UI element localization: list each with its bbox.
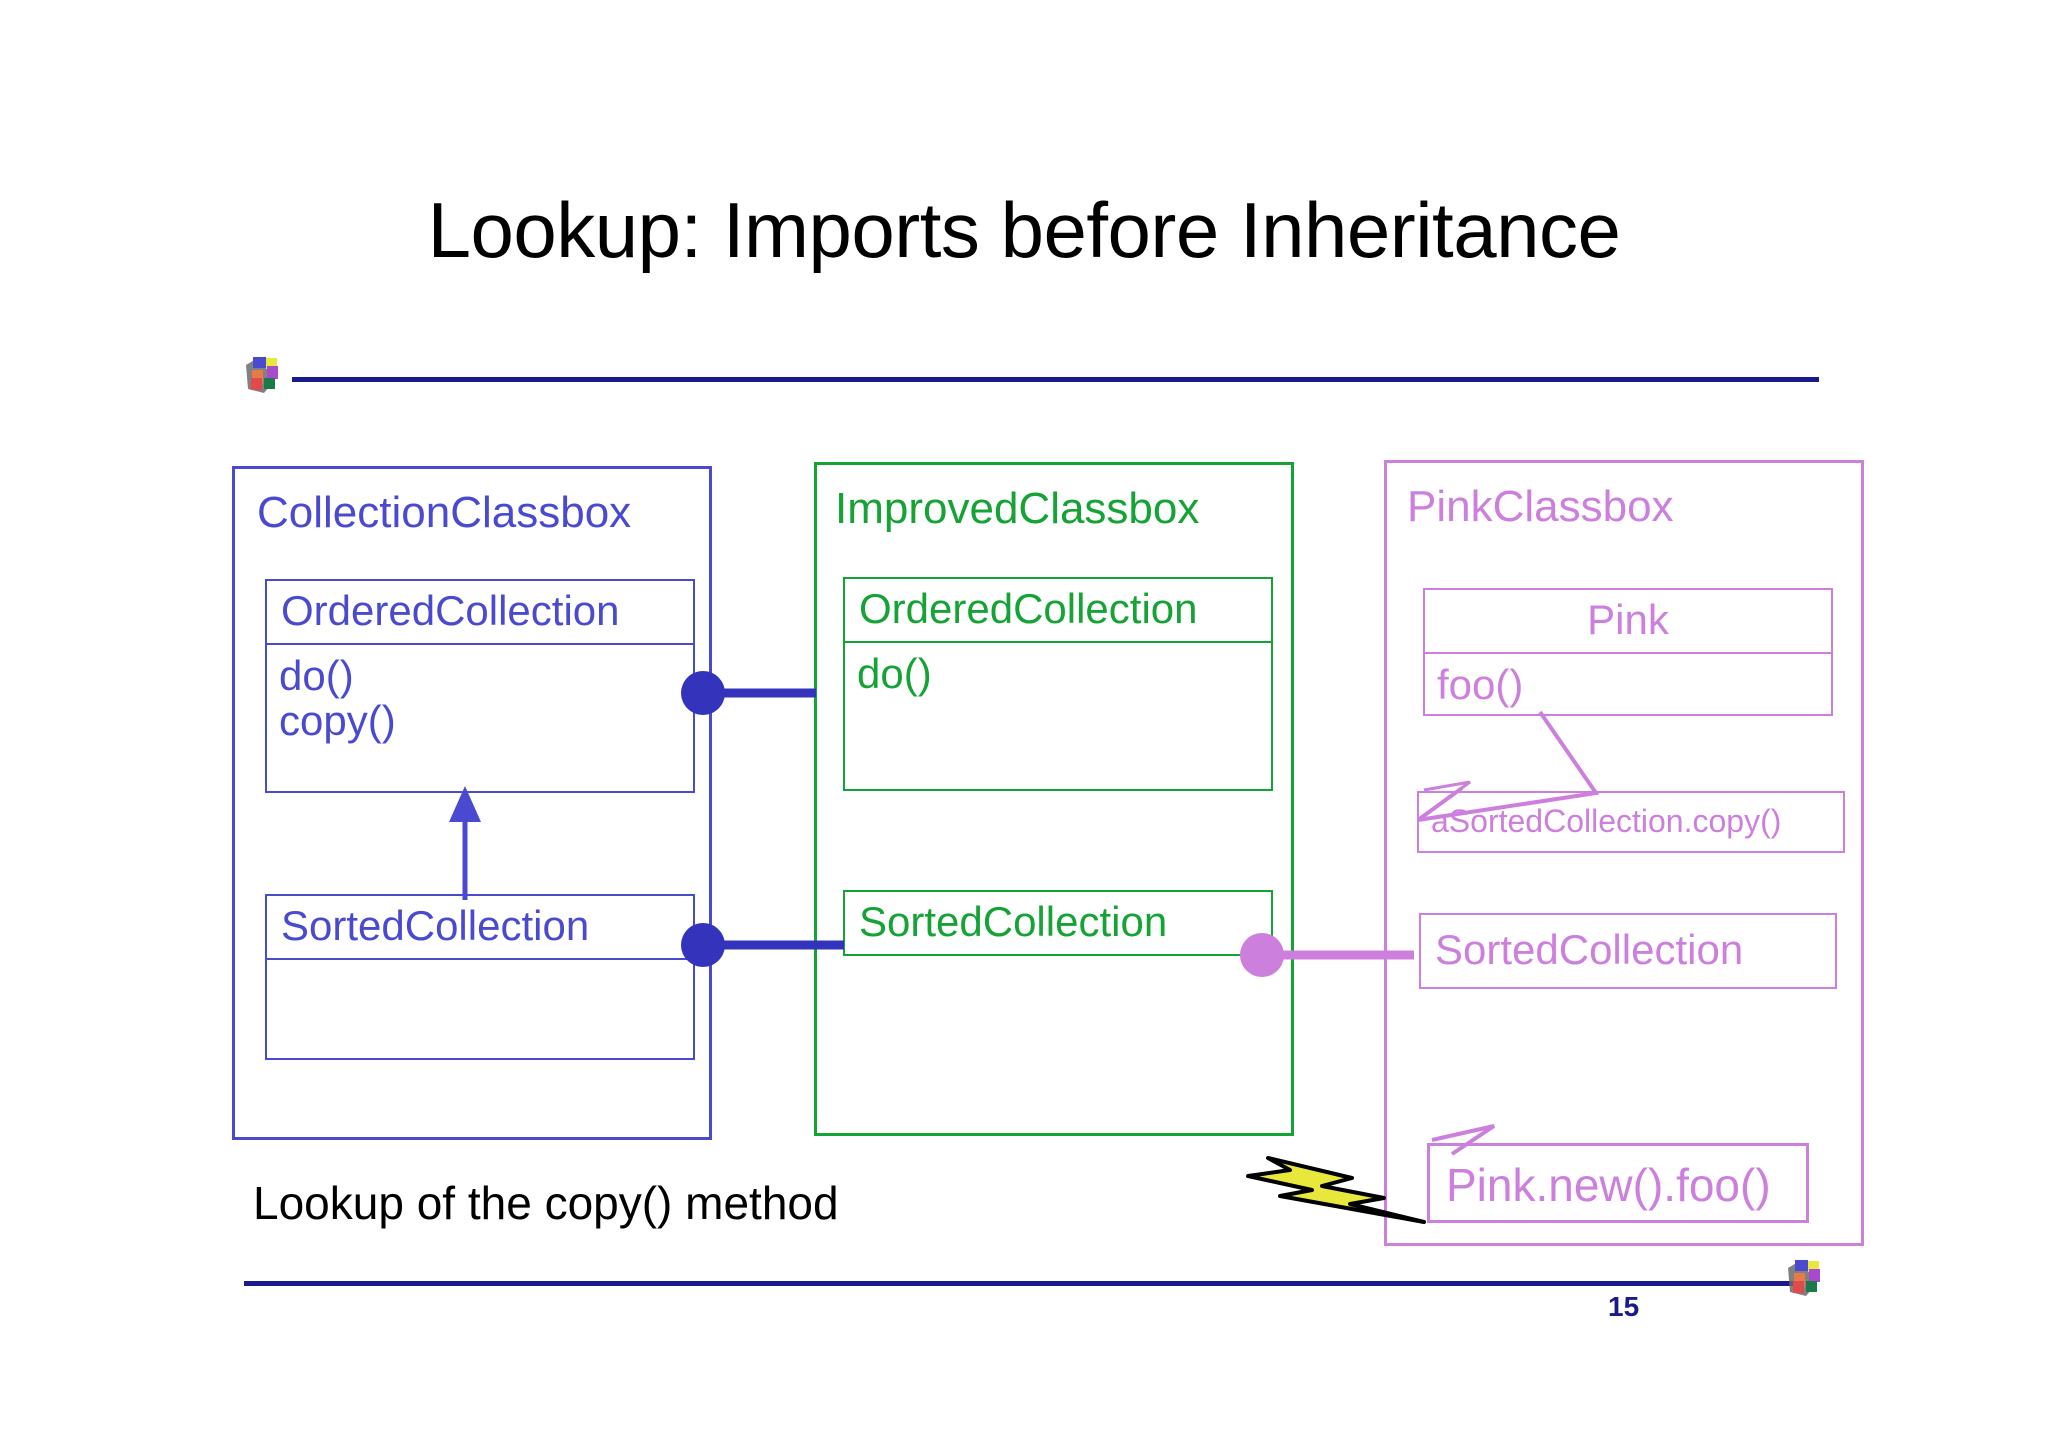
uml-class-name: SortedCollection [1419, 913, 1837, 989]
presentation-logo-icon [1788, 1260, 1820, 1296]
slide-caption: Lookup of the copy() method [253, 1177, 839, 1229]
uml-class-name: OrderedCollection [843, 577, 1273, 643]
header-divider [292, 377, 1819, 382]
footer-divider [244, 1281, 1794, 1286]
classbox-title-pink: PinkClassbox [1407, 482, 1674, 531]
uml-class-orderedcollection-green: OrderedCollection do() [843, 577, 1273, 791]
uml-class-name: SortedCollection [843, 890, 1273, 956]
page-title: Lookup: Imports before Inheritance [427, 186, 1621, 274]
uml-class-sortedcollection-green: SortedCollection [843, 890, 1273, 956]
classbox-title-collection: CollectionClassbox [257, 488, 632, 537]
uml-class-name: SortedCollection [265, 894, 695, 960]
classbox-title-improved: ImprovedClassbox [835, 484, 1200, 533]
uml-class-sortedcollection-blue: SortedCollection [265, 894, 695, 1060]
uml-class-methods: foo() [1423, 654, 1833, 716]
uml-class-orderedcollection-blue: OrderedCollection do() copy() [265, 579, 695, 793]
uml-class-sortedcollection-pink: SortedCollection [1419, 913, 1837, 989]
classbox-collection: CollectionClassbox OrderedCollection do(… [232, 466, 712, 1140]
uml-class-methods [265, 960, 695, 1060]
uml-class-methods: do() copy() [265, 645, 695, 793]
callout-pink-new-foo: Pink.new().foo() [1427, 1143, 1809, 1223]
uml-class-name: Pink [1423, 588, 1833, 654]
presentation-logo-icon [246, 357, 278, 393]
classbox-pink: PinkClassbox Pink foo() aSortedCollectio… [1384, 460, 1864, 1246]
page-number: 15 [1608, 1291, 1640, 1322]
note-asortedcollection-copy: aSortedCollection.copy() [1417, 791, 1845, 853]
uml-class-name: OrderedCollection [265, 579, 695, 645]
uml-class-pink: Pink foo() [1423, 588, 1833, 716]
classbox-improved: ImprovedClassbox OrderedCollection do() … [814, 462, 1294, 1136]
uml-class-methods: do() [843, 643, 1273, 791]
